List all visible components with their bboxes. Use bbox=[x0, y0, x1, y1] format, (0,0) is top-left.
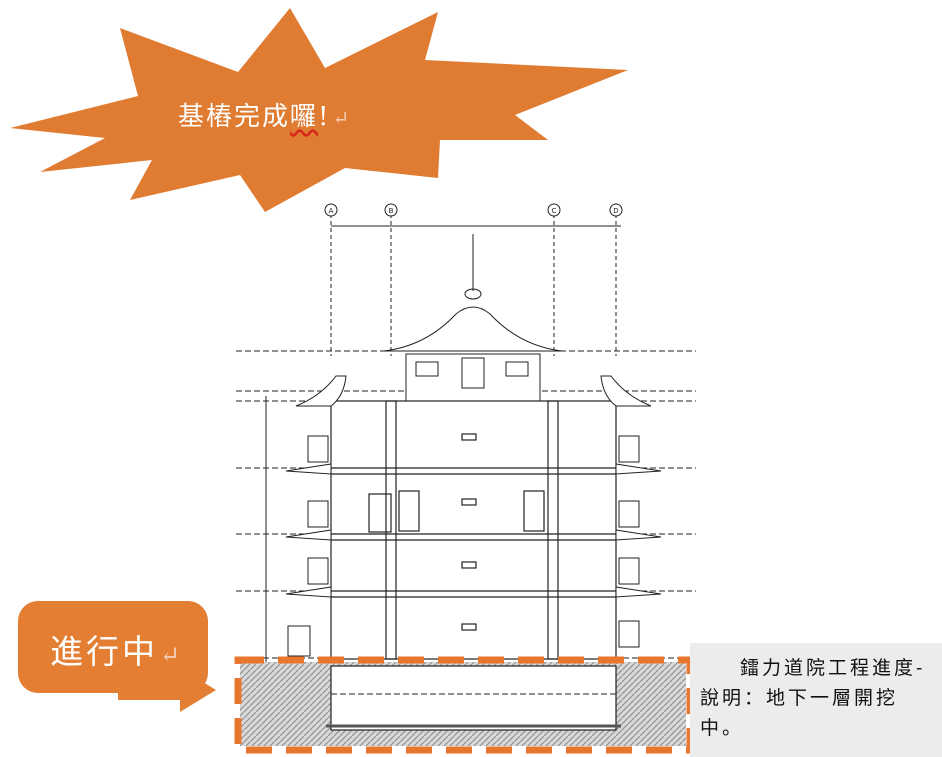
burst-shape bbox=[10, 8, 628, 212]
progress-note: 鐳力道院工程進度-說明：地下一層開挖中。 bbox=[690, 643, 942, 757]
building-section-drawing: A B C D bbox=[234, 203, 696, 754]
grid-label-c: C bbox=[552, 207, 557, 215]
progress-callout-text: 進行中↵ bbox=[50, 632, 184, 671]
burst-callout bbox=[10, 8, 628, 212]
burst-callout-text: 基樁完成囉!↵ bbox=[178, 102, 352, 132]
paragraph-mark-icon: ↵ bbox=[332, 106, 352, 130]
burst-callout-tail: ! bbox=[318, 102, 331, 132]
burst-callout-word: 囉 bbox=[290, 102, 319, 132]
progress-callout: 進行中↵ bbox=[18, 601, 208, 693]
paragraph-mark-icon: ↵ bbox=[160, 641, 184, 669]
grid-label-b: B bbox=[389, 207, 394, 215]
grid-label-d: D bbox=[613, 207, 618, 215]
progress-note-text: 鐳力道院工程進度-說明：地下一層開挖中。 bbox=[700, 657, 926, 739]
right-arrow-icon bbox=[118, 668, 216, 712]
grid-label-a: A bbox=[329, 207, 334, 215]
